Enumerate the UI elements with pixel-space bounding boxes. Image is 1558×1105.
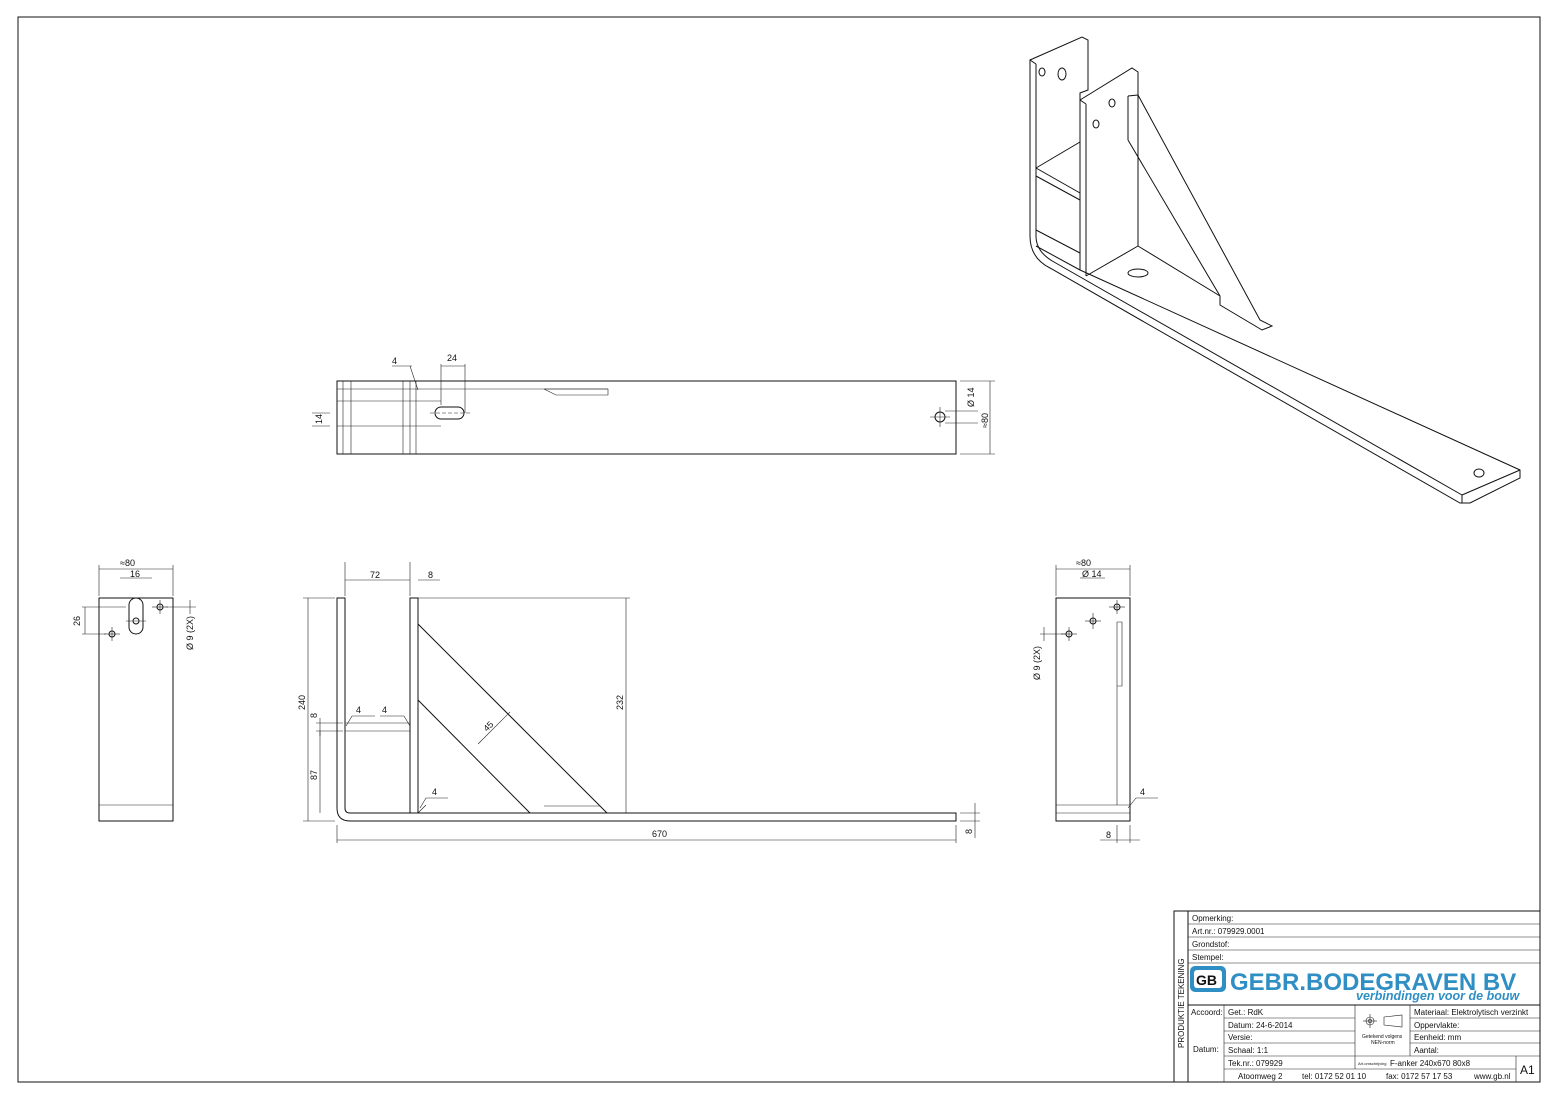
website: www.gb.nl — [1473, 1072, 1511, 1081]
projection-symbol — [1363, 1014, 1403, 1028]
dim-front-8b: 8 — [309, 713, 319, 718]
dim-front-8c: 8 — [964, 829, 974, 834]
tek-nr: Tek.nr.: 079929 — [1228, 1059, 1283, 1068]
nen-norm: NEN-norm — [1371, 1040, 1395, 1046]
dim-front-670: 670 — [652, 829, 667, 839]
getekend-volgens: Getekend volgens — [1362, 1034, 1403, 1040]
eenheid: Eenheid: mm — [1414, 1033, 1461, 1042]
telefoon: tel: 0172 52 01 10 — [1302, 1072, 1367, 1081]
dim-right-80: ≈80 — [1076, 558, 1091, 568]
dim-left-80: ≈80 — [120, 558, 135, 568]
dim-front-87: 87 — [309, 770, 319, 780]
schaal: Schaal: 1:1 — [1228, 1046, 1269, 1055]
top-view: 24 4 14 ≈80 Ø 14 — [312, 353, 995, 455]
datum: Datum: 24-6-2014 — [1228, 1021, 1293, 1030]
dim-front-240: 240 — [297, 695, 307, 710]
dim-top-14: 14 — [314, 414, 324, 424]
oppervlakte: Oppervlakte: — [1414, 1021, 1459, 1030]
svg-text:GB: GB — [1196, 972, 1217, 988]
fax: fax: 0172 57 17 53 — [1386, 1072, 1453, 1081]
art-omschrijving-label: Art.omschrijving — [1358, 1061, 1386, 1066]
sheet-format: A1 — [1520, 1063, 1535, 1077]
dim-left-16: 16 — [130, 569, 140, 579]
dim-front-232: 232 — [615, 695, 625, 710]
isometric-view — [1029, 36, 1521, 504]
dim-right-dia9: Ø 9 (2X) — [1032, 646, 1042, 680]
company-tagline: verbindingen voor de bouw — [1356, 989, 1520, 1003]
left-side-view: ≈80 16 26 Ø 9 (2X) — [72, 558, 196, 822]
weld-front-1: 4 — [356, 705, 361, 715]
getekend-door: Get.: RdK — [1228, 1008, 1264, 1017]
adres: Atoomweg 2 — [1238, 1072, 1283, 1081]
grondstof: Grondstof: — [1192, 940, 1229, 949]
sheet-border — [17, 16, 1541, 1083]
datum-label: Datum: — [1193, 1045, 1219, 1054]
weld-front-3: 4 — [432, 787, 437, 797]
dim-top-80: ≈80 — [980, 413, 990, 428]
side-label: PRODUKTIE TEKENING — [1177, 958, 1186, 1048]
stempel: Stempel: — [1192, 953, 1224, 962]
dim-front-45: 45 — [481, 719, 495, 733]
opmerking: Opmerking: — [1192, 914, 1233, 923]
dim-left-26: 26 — [72, 616, 82, 626]
accoord: Accoord: — [1191, 1008, 1223, 1017]
dim-top-24: 24 — [447, 353, 457, 363]
weld-right: 4 — [1140, 787, 1145, 797]
dim-right-dia14: Ø 14 — [1082, 569, 1102, 579]
dim-right-8: 8 — [1106, 830, 1111, 840]
art-omschrijving: F-anker 240x670 80x8 — [1390, 1059, 1471, 1068]
dim-front-72: 72 — [370, 570, 380, 580]
materiaal: Materiaal: Elektrolytisch verzinkt — [1414, 1008, 1529, 1017]
company-logo: GB GEBR.BODEGRAVEN BV verbindingen voor … — [1190, 966, 1520, 1003]
aantal: Aantal: — [1414, 1046, 1439, 1055]
company-name: GEBR.BODEGRAVEN BV — [1230, 969, 1516, 996]
dim-front-8: 8 — [428, 570, 433, 580]
dim-left-dia9: Ø 9 (2X) — [185, 616, 195, 650]
art-nr: Art.nr.: 079929.0001 — [1192, 927, 1265, 936]
versie: Versie: — [1228, 1033, 1252, 1042]
weld-front-2: 4 — [382, 705, 387, 715]
title-block: PRODUKTIE TEKENING Opmerking: Art.nr.: 0… — [1173, 910, 1541, 1083]
dim-top-dia14: Ø 14 — [966, 387, 976, 407]
front-view: 72 8 240 8 87 232 45 670 8 4 4 4 — [297, 562, 980, 843]
weld-top: 4 — [392, 356, 397, 366]
right-side-view: ≈80 Ø 14 Ø 9 (2X) 8 4 — [1032, 558, 1158, 843]
